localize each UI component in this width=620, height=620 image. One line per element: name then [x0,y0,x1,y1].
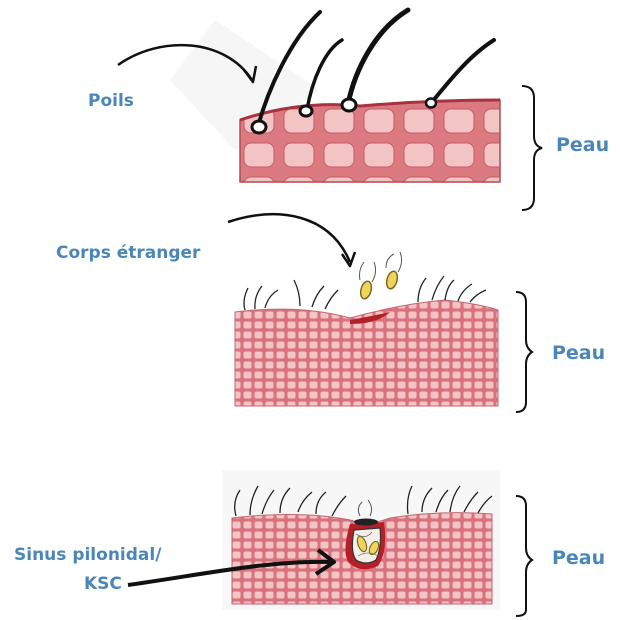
label-skin-middle: Peau [552,342,605,364]
hair-follicle [300,106,312,116]
hair-follicle [342,99,356,111]
sinus-opening [354,519,378,526]
panel-skin-hair [118,10,542,210]
hair-follicle [426,99,436,108]
brace-skin-middle [516,292,532,412]
label-skin-bottom: Peau [552,547,605,569]
panel-pilonidal-sinus [128,470,532,616]
foreign-body-icon [359,252,402,300]
hair-follicle [252,121,266,133]
skin-layer-top [240,100,500,182]
label-skin-top: Peau [556,134,609,156]
label-hair: Poils [88,91,134,111]
hair-strand [307,40,342,110]
panel-skin-foreign-body [228,214,532,412]
label-sinus-line1: Sinus pilonidal/ [14,545,161,565]
label-sinus-line2: KSC [84,574,122,594]
brace-skin-top [522,86,542,210]
skin-layer-middle [235,300,498,406]
brace-skin-bottom [516,496,532,616]
arrow-foreign-body-icon [228,214,350,262]
hair-strand [348,10,408,104]
hair-strand [432,40,494,102]
label-foreign-body: Corps étranger [56,243,200,263]
